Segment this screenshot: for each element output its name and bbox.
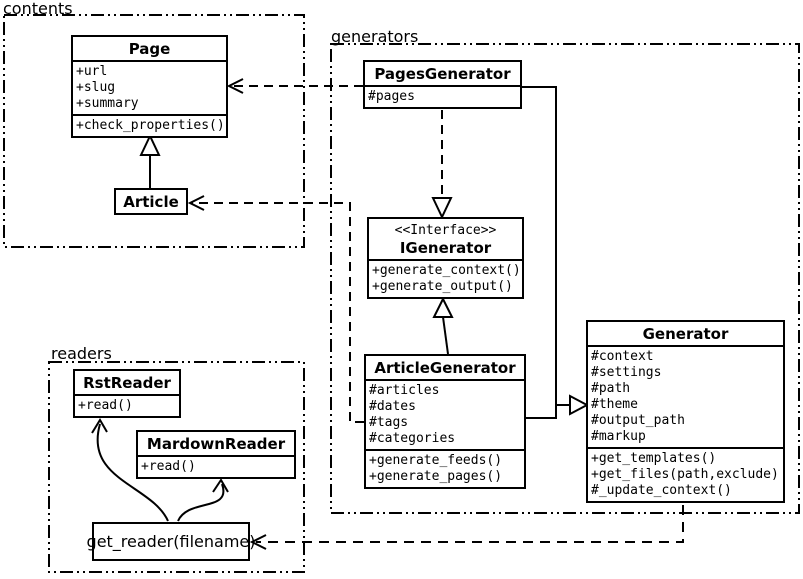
dependency-arrow-generator-to-getreader xyxy=(249,505,684,550)
attribute: #categories xyxy=(369,431,456,446)
class-methods-igenerator: +generate_context() +generate_output() xyxy=(369,259,522,297)
class-box-article: Article xyxy=(114,188,188,215)
package-border-contents xyxy=(3,14,305,248)
package-border-generators xyxy=(330,43,800,514)
method: +get_templates() xyxy=(591,451,717,466)
class-box-rstreader: RstReader +read() xyxy=(73,369,181,418)
inheritance-arrow-generators-to-generator xyxy=(521,86,590,419)
class-name-generator: Generator xyxy=(642,325,729,343)
method: +read() xyxy=(78,398,133,413)
inheritance-arrow-article-to-page xyxy=(139,133,161,188)
method: #_update_context() xyxy=(591,483,732,498)
attribute: #articles xyxy=(369,383,440,398)
attribute: #theme xyxy=(591,397,638,412)
class-box-generator: Generator #context #settings #path #them… xyxy=(586,320,785,503)
package-label-generators: generators xyxy=(331,27,419,46)
attribute: #path xyxy=(591,381,631,396)
class-stereotype-igenerator: <<Interface>> xyxy=(394,223,497,238)
class-methods-articlegenerator: +generate_feeds() +generate_pages() xyxy=(366,449,524,487)
attribute: #pages xyxy=(368,89,415,104)
class-attributes-pagesgenerator: #pages xyxy=(365,85,520,107)
class-name-articlegenerator: ArticleGenerator xyxy=(374,359,516,377)
attribute: +slug xyxy=(76,80,116,95)
inheritance-arrow-articlegenerator-to-igenerator xyxy=(432,296,454,355)
class-attributes-generator: #context #settings #path #theme #output_… xyxy=(588,345,783,447)
method: +generate_output() xyxy=(372,279,513,294)
class-name-rstreader: RstReader xyxy=(83,374,171,392)
class-box-page: Page +url +slug +summary +check_properti… xyxy=(71,35,228,138)
class-methods-rstreader: +read() xyxy=(75,394,179,416)
attribute: +url xyxy=(76,64,108,79)
class-methods-page: +check_properties() xyxy=(73,114,226,136)
class-box-pagesgenerator: PagesGenerator #pages xyxy=(363,60,522,109)
package-border-readers xyxy=(48,361,305,573)
method: +generate_feeds() xyxy=(369,453,503,468)
class-name-igenerator: IGenerator xyxy=(399,239,492,257)
class-name-page: Page xyxy=(128,40,171,58)
class-name-pagesgenerator: PagesGenerator xyxy=(374,65,511,83)
method: +read() xyxy=(141,459,196,474)
class-attributes-page: +url +slug +summary xyxy=(73,60,226,114)
method: +check_properties() xyxy=(76,118,225,133)
method: +generate_context() xyxy=(372,263,521,278)
attribute: #context xyxy=(591,349,654,364)
attribute: #output_path xyxy=(591,413,685,428)
class-box-igenerator: <<Interface>> IGenerator +generate_conte… xyxy=(367,217,524,299)
function-box-get-reader: get_reader(filename) xyxy=(87,522,255,561)
class-methods-mardownreader: +read() xyxy=(138,455,294,477)
package-label-contents: contents xyxy=(3,0,73,18)
package-label-readers: readers xyxy=(51,344,112,363)
method: +generate_pages() xyxy=(369,469,503,484)
arrow-getreader-to-mardownreader xyxy=(177,478,229,522)
class-box-articlegenerator: ArticleGenerator #articles #dates #tags … xyxy=(364,354,526,489)
realization-arrow-pagesgenerator-to-igenerator xyxy=(431,110,453,220)
attribute: #dates xyxy=(369,399,416,414)
arrow-getreader-to-rstreader xyxy=(91,418,169,522)
function-label-get-reader: get_reader(filename) xyxy=(86,532,256,551)
class-name-mardownreader: MardownReader xyxy=(146,435,286,453)
dependency-arrow-articlegenerator-to-article xyxy=(187,195,364,423)
class-box-mardownreader: MardownReader +read() xyxy=(136,430,296,479)
class-attributes-articlegenerator: #articles #dates #tags #categories xyxy=(366,379,524,449)
dependency-arrow-pagesgenerator-to-page xyxy=(226,78,363,94)
attribute: #settings xyxy=(591,365,662,380)
attribute: #markup xyxy=(591,429,646,444)
class-methods-generator: +get_templates() +get_files(path,exclude… xyxy=(588,447,783,501)
attribute: #tags xyxy=(369,415,409,430)
attribute: +summary xyxy=(76,96,139,111)
method: +get_files(path,exclude) xyxy=(591,467,779,482)
class-name-article: Article xyxy=(123,193,179,211)
